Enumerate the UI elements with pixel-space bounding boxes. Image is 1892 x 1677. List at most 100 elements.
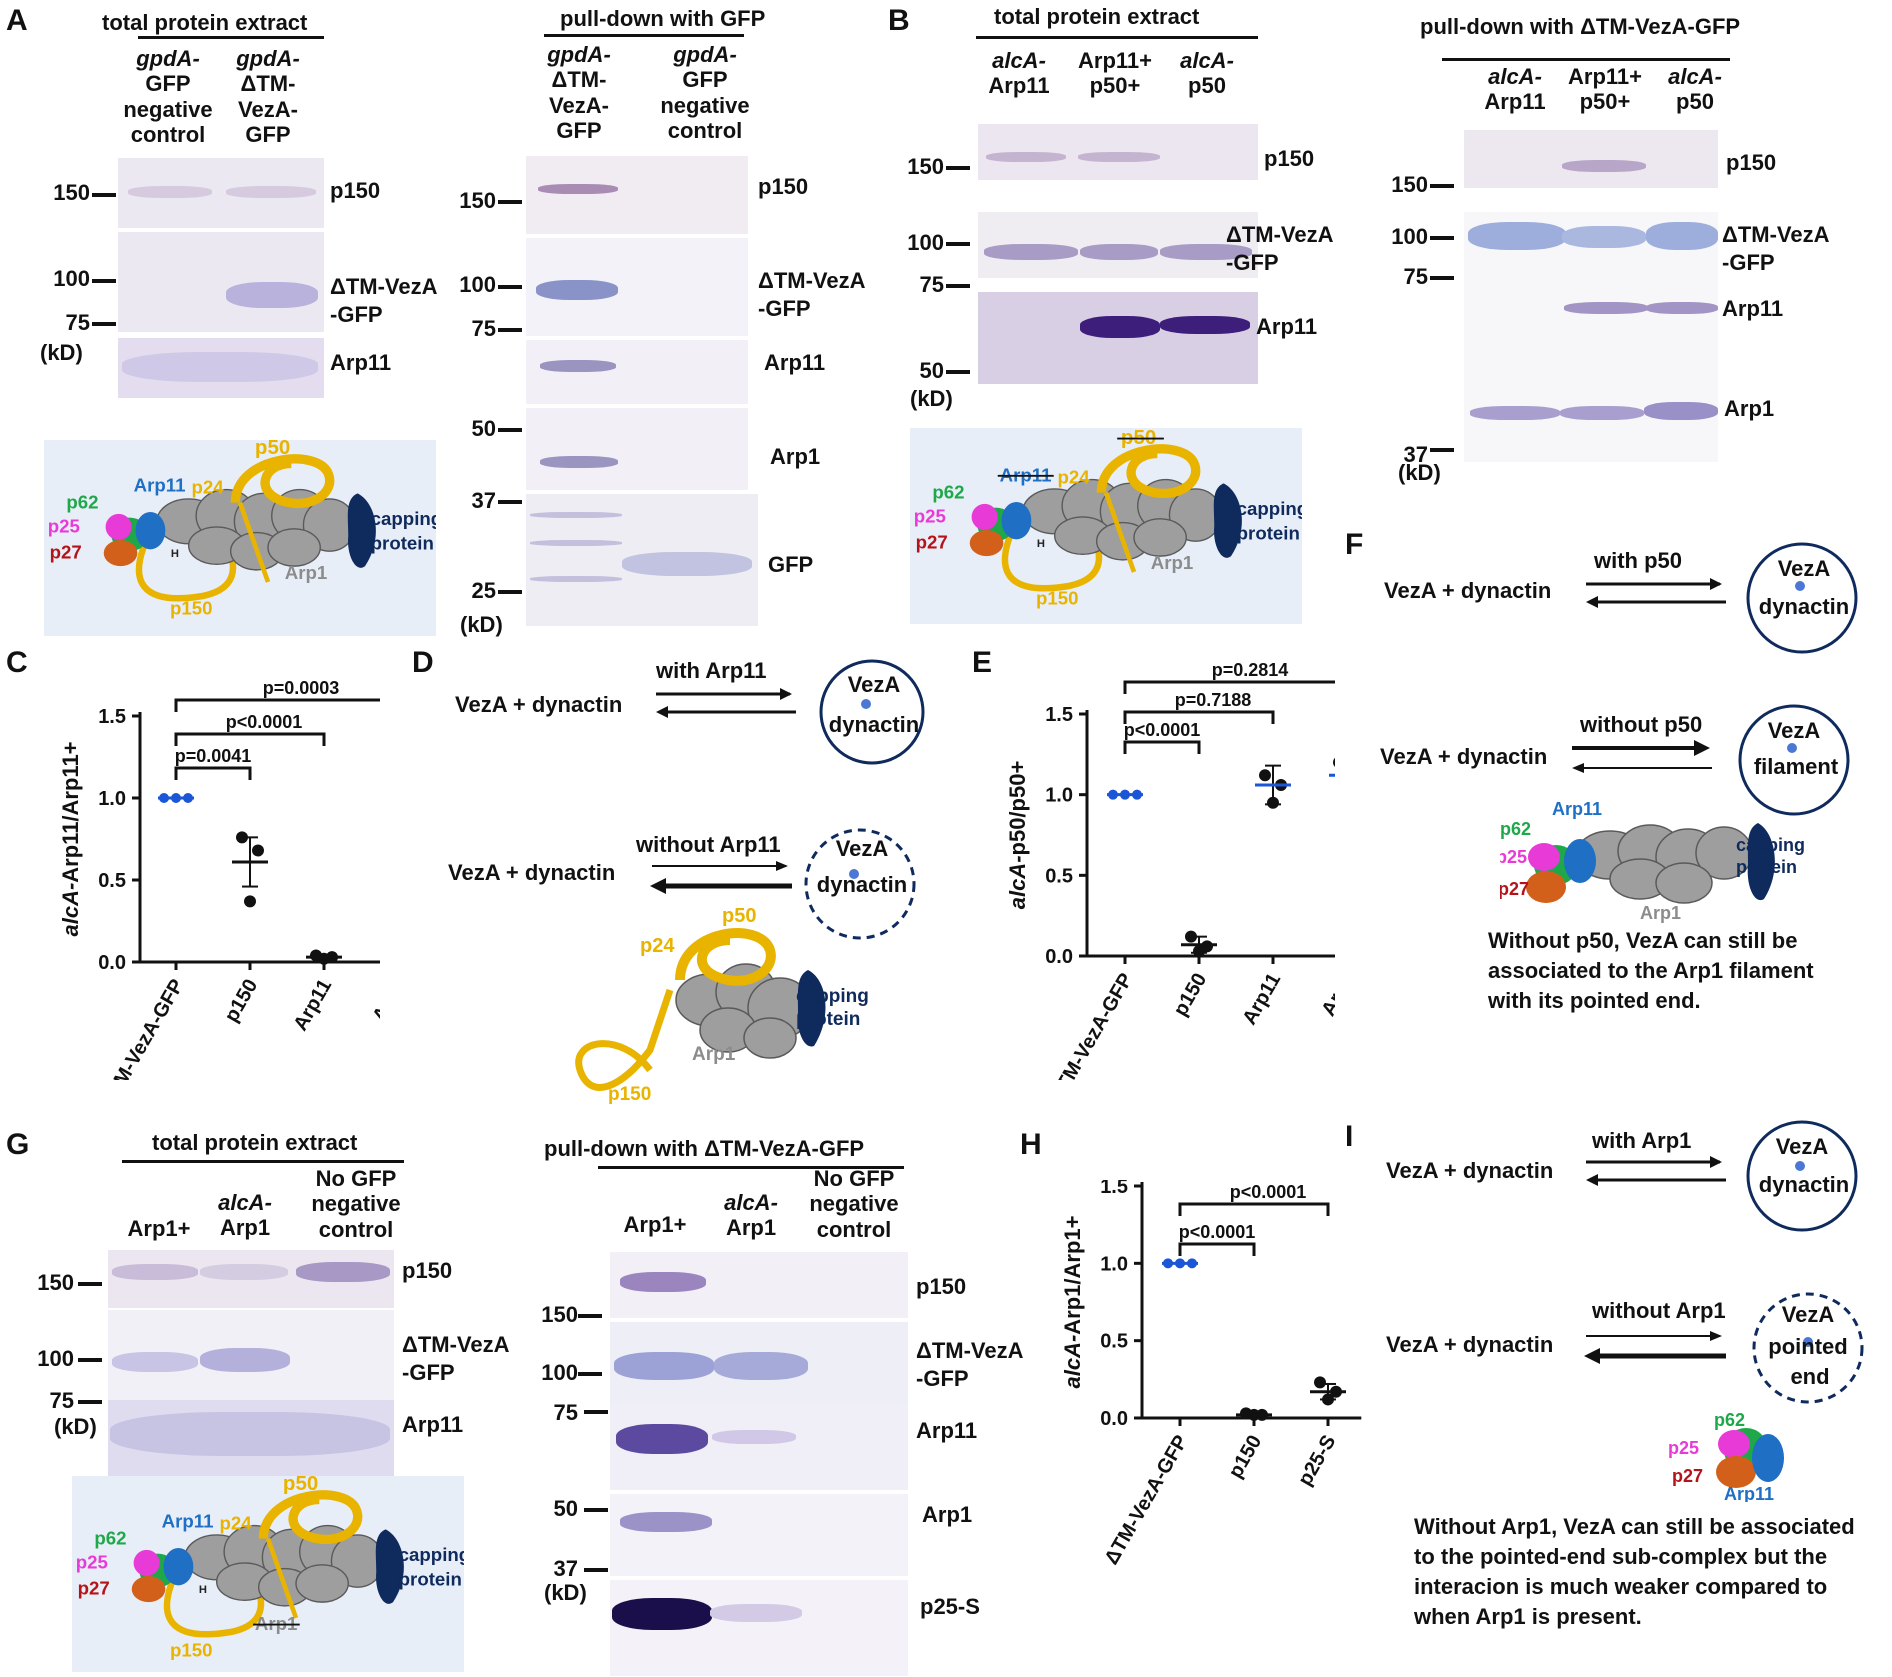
svg-text:Arp1: Arp1 [1151, 552, 1194, 573]
x-tick-label: p150 [1224, 1432, 1266, 1482]
data-point [1120, 789, 1130, 800]
svg-text:p62: p62 [932, 481, 964, 502]
svg-text:p150: p150 [1036, 588, 1079, 609]
svg-text:p24: p24 [1057, 466, 1090, 487]
p-value-label: p=0.7188 [1175, 690, 1252, 710]
panel-label-g: G [6, 1128, 30, 1161]
p-bracket [174, 766, 252, 780]
svg-text:p50: p50 [283, 1472, 318, 1495]
a-lane-2: gpdA-ΔTM-VezA-GFP [236, 46, 300, 147]
i-note: Without Arp1, VezA can still be associat… [1414, 1514, 1855, 1629]
svg-text:p24: p24 [191, 476, 224, 497]
svg-text:Arp11: Arp11 [134, 474, 186, 495]
svg-text:p150: p150 [170, 598, 213, 619]
p-bracket [1178, 1242, 1256, 1256]
svg-text:Arp11: Arp11 [162, 1510, 214, 1531]
data-point [252, 844, 264, 857]
data-point [1108, 789, 1118, 800]
y-axis-label: alcA-Arp11/Arp11+ [58, 741, 83, 936]
x-tick-label: p150 [1169, 970, 1211, 1020]
svg-text:p25: p25 [1500, 847, 1527, 867]
x-tick-label: p25-S [1294, 1432, 1340, 1490]
data-point [183, 793, 193, 803]
svg-text:Arp1: Arp1 [285, 562, 328, 583]
p-value-label: p<0.0001 [226, 712, 303, 732]
dynactin-drawing-a: H p50 p24 Arp11 p62 p25 p27 Arp1 p150 ca… [48, 436, 436, 619]
y-tick-label: 1.5 [98, 706, 126, 728]
data-point [159, 793, 169, 803]
p-value-label: p<0.0001 [1124, 720, 1201, 740]
x-tick-label: ΔTM-VezA-GFP [1101, 1432, 1193, 1569]
svg-text:p27: p27 [916, 532, 948, 553]
p-bracket [1123, 740, 1201, 754]
y-tick-label: 1.0 [98, 788, 126, 810]
x-tick-label: Arp1 [1317, 970, 1335, 1020]
svg-text:p25: p25 [48, 516, 80, 537]
chart-c: 0.0 0.5 1.0 1.5 alcA-Arp11/Arp11+ ΔTM-VezA-GF… [58, 680, 380, 1081]
data-point [1163, 1258, 1173, 1269]
p-bracket [1123, 710, 1275, 724]
svg-text:capping: capping [371, 508, 436, 529]
svg-text:Arp11: Arp11 [1552, 799, 1602, 819]
svg-text:H: H [1037, 538, 1045, 550]
panel-label-c: C [6, 646, 28, 679]
svg-text:p150: p150 [170, 1639, 213, 1660]
svg-text:p150: p150 [608, 1084, 651, 1105]
p-value-label: p=0.0003 [263, 680, 340, 698]
y-tick-label: 0.0 [1045, 946, 1073, 968]
data-point [244, 895, 256, 908]
svg-text:p50: p50 [255, 436, 290, 459]
y-tick-label: 0.0 [98, 952, 126, 974]
svg-text:capping: capping [1736, 835, 1805, 855]
f-filament-schematic: Arp11 p62 p25 p27 Arp1 capping protein [1500, 799, 1805, 923]
svg-text:p24: p24 [219, 1512, 252, 1533]
svg-text:p25: p25 [914, 506, 946, 527]
svg-text:H: H [199, 1584, 207, 1596]
dynactin-drawing-b: H p50 p24 Arp11 p62 p25 p27 Arp1 p150 ca… [914, 426, 1302, 609]
y-tick-label: 0.0 [1100, 1408, 1128, 1430]
x-tick-label: Arp11 [289, 976, 336, 1035]
p-value-label: p<0.0001 [1230, 1182, 1307, 1202]
x-tick-label: Arp11 [1238, 970, 1285, 1029]
b-dynactin-schematic: H p50 p24 Arp11 p62 p25 p27 Arp1 p150 ca… [910, 426, 1302, 624]
panel-label-e: E [972, 646, 993, 679]
svg-text:p25: p25 [76, 1552, 108, 1573]
svg-text:Arp11: Arp11 [1724, 1484, 1774, 1502]
svg-text:protein: protein [1237, 522, 1300, 543]
p-bracket [174, 732, 326, 746]
data-point [1132, 789, 1142, 800]
y-tick-label: 0.5 [1100, 1331, 1128, 1353]
svg-text:p25: p25 [1668, 1438, 1699, 1458]
data-point [1314, 1376, 1326, 1389]
svg-text:protein: protein [1736, 857, 1797, 877]
y-tick-label: 1.0 [1100, 1253, 1128, 1275]
y-tick-label: 0.5 [98, 870, 126, 892]
svg-text:p62: p62 [66, 491, 98, 512]
y-tick-label: 1.0 [1045, 785, 1073, 807]
data-point [1259, 769, 1271, 782]
svg-text:p24: p24 [640, 935, 675, 957]
p-bracket [174, 698, 380, 712]
x-tick-label: Arp1 [368, 976, 380, 1026]
y-axis-label: alcA-p50/p50+ [1005, 761, 1030, 910]
svg-text:p50: p50 [722, 905, 756, 927]
svg-text:p62: p62 [1500, 819, 1531, 839]
y-tick-label: 0.5 [1045, 865, 1073, 887]
svg-text:capping: capping [1237, 498, 1302, 519]
svg-text:p27: p27 [50, 542, 82, 563]
svg-text:H: H [171, 548, 179, 560]
i-pointed-end-schematic: p62 p25 p27 Arp11 [1668, 1410, 1784, 1502]
a-pull-lane-1: gpdA-ΔTM-VezA-GFP [547, 42, 611, 143]
data-point [1333, 757, 1335, 767]
d-complex-circle [819, 659, 925, 765]
g-dynactin-schematic: H p50 p24 Arp11 p62 p25 p27 Arp1 p150 ca… [72, 1472, 464, 1672]
panel-label-b: B [888, 4, 910, 37]
x-tick-label: ΔTM-VezA-GFP [97, 976, 189, 1081]
svg-text:p27: p27 [1672, 1466, 1703, 1486]
panel-label-a: A [6, 4, 28, 37]
p-value-label: p=0.2814 [1212, 660, 1289, 680]
